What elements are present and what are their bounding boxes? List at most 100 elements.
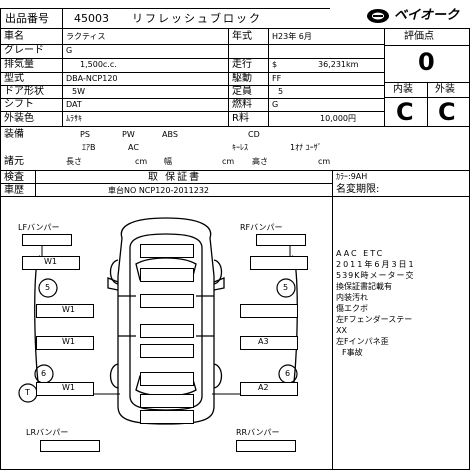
shift-label: シフト (4, 99, 34, 110)
drive-value: FF (272, 74, 282, 83)
name-change-deadline: 名変期限: (336, 184, 380, 195)
inspection-value: 取 保証書 (148, 172, 202, 183)
color-code: ｶﾗｰ:9AH (336, 172, 368, 181)
note-line: AAC ETC (336, 249, 385, 258)
rf-bumper-label: RFバンパー (240, 223, 283, 232)
mark-rr-quarter: A2 (258, 383, 269, 392)
lr-bumper-label: LRバンパー (26, 428, 69, 437)
shift-value: DAT (66, 100, 82, 109)
doors-value: 5W (72, 87, 85, 96)
interior-score: C (396, 98, 414, 126)
doors-label: ドア形状 (4, 86, 44, 97)
mark-lf-door: W1 (62, 305, 75, 314)
grade-label: グレード (4, 45, 44, 56)
displacement-label: 排気量 (4, 59, 34, 70)
capacity-label: 定員 (232, 86, 252, 97)
car-name-label: 車名 (4, 31, 24, 42)
fuel-value: G (272, 100, 279, 109)
displacement-value: 1,500c.c. (80, 60, 117, 69)
dim-height-label: 高さ (252, 157, 268, 166)
note-line: 539K時メーター交 (336, 271, 415, 280)
equip-cd: CD (248, 130, 260, 139)
dim-width-unit: cm (222, 157, 235, 166)
rr-quarter-box (240, 382, 298, 396)
mark-lf-wheel: 5 (45, 283, 51, 292)
equip-pw: PW (122, 130, 135, 139)
border-left (0, 28, 1, 470)
roof-front-box (140, 244, 194, 258)
dim-length-label: 長さ (66, 157, 82, 166)
dim-height-unit: cm (318, 157, 331, 166)
capacity-value: 5 (278, 87, 284, 96)
rear-panel-box (140, 394, 194, 408)
grade-value: G (66, 46, 73, 55)
mark-rf-wheel: 5 (283, 283, 289, 292)
inspection-label: 検査 (4, 172, 24, 183)
overall-score: 0 (418, 48, 435, 76)
note-line: XX (336, 326, 347, 335)
mark-lr-wheel: 6 (41, 369, 47, 378)
mileage-unit: $ (272, 60, 278, 69)
rf-bumper-box (256, 234, 306, 246)
auction-title: リフレッシュブロック (132, 12, 262, 25)
equipment-label: 装備 (4, 129, 24, 140)
brand-logo: ベイオーク (366, 6, 466, 26)
year-value: H23年 6月 (272, 32, 312, 41)
mileage-value: 36,231km (318, 60, 359, 69)
lr-bumper-box (40, 440, 100, 452)
mark-rr-wheel: 6 (285, 369, 291, 378)
brand-mark-icon (367, 9, 389, 23)
equip-one-owner: 1ｵﾅ ﾕｰｻﾞ (290, 143, 322, 152)
mark-rr-door: A3 (258, 337, 269, 346)
border-top (0, 28, 470, 29)
note-line: 換保証書記載有 (336, 282, 392, 291)
equip-ps: PS (80, 130, 90, 139)
damage-diagram: LFバンパー RFバンパー LRバンパー RRバンパー W1 W1 W1 W1 … (0, 196, 332, 470)
note-line: 左Fインパネ歪 (336, 337, 389, 346)
year-label: 年式 (232, 31, 252, 42)
lf-fender-box (22, 256, 80, 270)
mark-t: T (25, 388, 30, 397)
trunk-box (140, 372, 194, 386)
note-line: 内装汚れ (336, 293, 368, 302)
center-front-box (140, 294, 194, 308)
history-label: 車歴 (4, 185, 24, 196)
dimensions-label: 諸元 (4, 156, 24, 167)
lot-label: 出品番号 (5, 12, 49, 25)
recycle-value: 10,000円 (320, 114, 356, 123)
equip-keyless: ｷｰﾚｽ (232, 143, 248, 152)
score-label: 評価点 (404, 31, 434, 42)
lf-bumper-box (22, 234, 72, 246)
fuel-label: 燃料 (232, 99, 252, 110)
equip-ac: AC (128, 143, 139, 152)
rear-bottom-box (140, 410, 194, 424)
note-line: F事故 (342, 348, 363, 357)
recycle-label: R料 (232, 113, 249, 124)
drive-label: 駆動 (232, 73, 252, 84)
lr-door-box (36, 336, 94, 350)
inspector-notes: AAC ETC 2011年6月3日1 539K時メーター交 換保証書記載有 内装… (336, 248, 468, 358)
chassis-number: 車台NO NCP120-2011232 (108, 186, 210, 195)
color-value: ﾑﾗｻｷ (66, 114, 82, 123)
mark-lf-fender: W1 (44, 257, 57, 266)
mileage-label: 走行 (232, 59, 252, 70)
equip-abs: ABS (162, 130, 178, 139)
rr-bumper-box (236, 440, 296, 452)
rf-fender-box (250, 256, 308, 270)
dim-length-unit: cm (135, 157, 148, 166)
note-line: 2011年6月3日1 (336, 260, 416, 269)
color-label: 外装色 (4, 113, 34, 124)
rr-door-box (240, 336, 298, 350)
exterior-label: 外装 (435, 84, 455, 95)
dim-width-label: 幅 (164, 157, 172, 166)
rf-door-box (240, 304, 298, 318)
lot-number: 45003 (74, 12, 109, 25)
lr-quarter-box (36, 382, 94, 396)
model-label: 型式 (4, 73, 24, 84)
hood-box (140, 268, 194, 282)
rr-bumper-label: RRバンパー (236, 428, 280, 437)
roof-box (140, 324, 194, 338)
interior-label: 内装 (393, 84, 413, 95)
car-name-value: ラクティス (66, 32, 106, 41)
equip-airbag: ｴｱB (82, 143, 96, 152)
